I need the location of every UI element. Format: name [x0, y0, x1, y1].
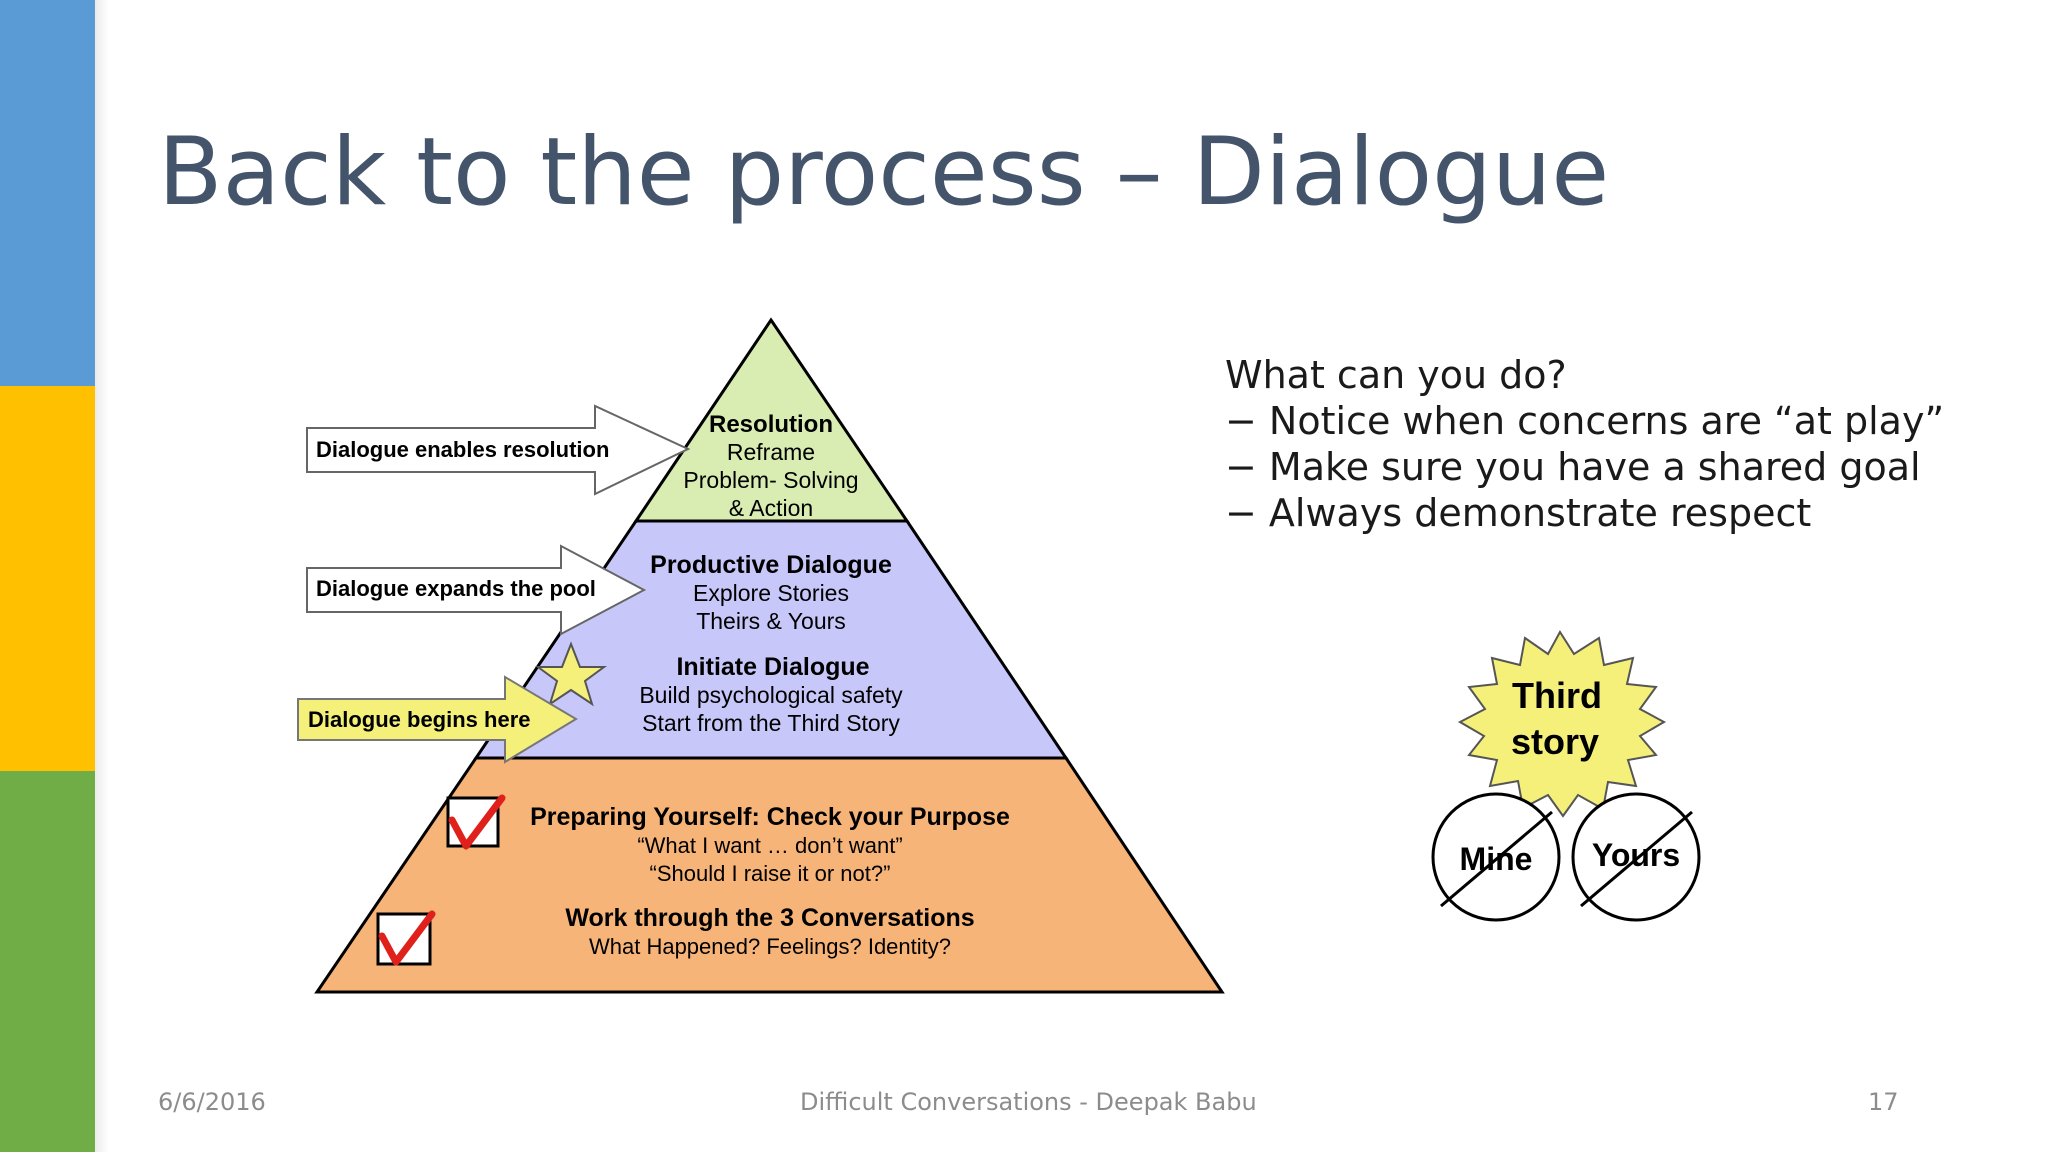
accent-bar-blue	[0, 0, 95, 386]
yours-label: Yours	[1592, 837, 1680, 873]
checkmark-conversations-icon	[378, 910, 436, 966]
checkmark-preparing-icon	[448, 794, 506, 850]
action-list: What can you do? − Notice when concerns …	[1225, 352, 1944, 536]
third-story-line2: story	[1511, 721, 1599, 762]
resolution-line3: & Action	[729, 495, 813, 521]
preparing-heading: Preparing Yourself: Check your Purpose	[530, 803, 1010, 831]
footer-page-number: 17	[1868, 1088, 1899, 1116]
action-item: − Always demonstrate respect	[1225, 491, 1812, 535]
arrow-enables-resolution	[306, 404, 691, 496]
initiate-line1: Build psychological safety	[639, 682, 903, 708]
conversations-heading: Work through the 3 Conversations	[565, 904, 974, 932]
resolution-line2: Problem- Solving	[683, 467, 858, 493]
accent-bar-green	[0, 771, 95, 1152]
action-item: − Make sure you have a shared goal	[1225, 445, 1921, 489]
accent-bar-yellow	[0, 386, 95, 771]
third-story-line1: Third	[1512, 675, 1602, 716]
productive-heading: Productive Dialogue	[650, 551, 892, 579]
preparing-line2: “Should I raise it or not?”	[650, 861, 891, 886]
mine-circle	[1431, 792, 1561, 922]
third-story-burst-icon	[1457, 630, 1667, 818]
slide-title: Back to the process – Dialogue	[158, 118, 1610, 227]
resolution-line1: Reframe	[727, 439, 815, 465]
productive-line2: Theirs & Yours	[696, 608, 846, 634]
arrow-begins-here	[297, 675, 578, 764]
footer-title: Difficult Conversations - Deepak Babu	[800, 1088, 1257, 1116]
productive-line1: Explore Stories	[693, 580, 849, 606]
conversations-line1: What Happened? Feelings? Identity?	[589, 934, 951, 959]
preparing-line1: “What I want … don’t want”	[637, 833, 902, 858]
arrow-begins-here-label: Dialogue begins here	[308, 707, 531, 732]
star-icon	[534, 641, 608, 707]
initiate-heading: Initiate Dialogue	[676, 653, 869, 681]
action-item: − Notice when concerns are “at play”	[1225, 399, 1945, 443]
arrow-expands-pool	[306, 544, 647, 636]
yours-circle	[1571, 792, 1701, 922]
arrow-enables-resolution-label: Dialogue enables resolution	[316, 437, 609, 462]
resolution-heading: Resolution	[709, 411, 833, 438]
initiate-line2: Start from the Third Story	[642, 710, 900, 736]
accent-bar-shadow	[95, 0, 109, 1152]
yours-strike	[1580, 810, 1693, 908]
arrow-expands-pool-label: Dialogue expands the pool	[316, 576, 596, 601]
mine-strike	[1440, 810, 1553, 908]
tier-resolution	[633, 317, 910, 523]
action-list-intro: What can you do?	[1225, 353, 1567, 397]
footer-date: 6/6/2016	[158, 1088, 266, 1116]
